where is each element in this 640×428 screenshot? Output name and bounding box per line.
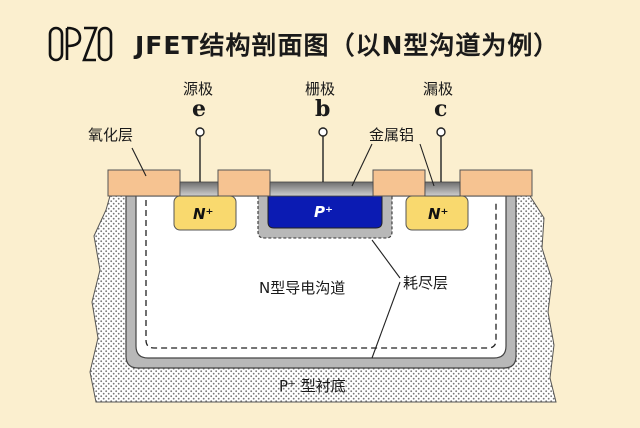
oxide-block bbox=[217, 169, 271, 197]
source-metal-contact bbox=[179, 181, 219, 197]
drain-label: 漏极 bbox=[423, 80, 454, 98]
source-doping-label: N⁺ bbox=[193, 205, 214, 223]
gate-label: 栅极 bbox=[305, 80, 336, 98]
leader-lines bbox=[131, 143, 435, 359]
source-terminal-letter: e bbox=[192, 96, 206, 122]
terminal-leads bbox=[195, 127, 446, 182]
depletion-label: 耗尽层 bbox=[403, 274, 449, 292]
drain-doping-label: N⁺ bbox=[428, 205, 449, 223]
oxide-block bbox=[107, 169, 181, 197]
n-channel bbox=[135, 195, 507, 359]
oxide-block bbox=[459, 169, 533, 197]
drain-terminal-letter: c bbox=[434, 96, 448, 122]
channel-label: N型导电沟道 bbox=[259, 279, 346, 297]
gate-doping-label: P⁺ bbox=[314, 203, 333, 221]
channel-boundary bbox=[145, 200, 497, 349]
metal-label: 金属铝 bbox=[369, 126, 415, 144]
page-title: JFET结构剖面图（以N型沟道为例） bbox=[135, 31, 560, 60]
substrate-label: P⁺ 型衬底 bbox=[279, 377, 346, 395]
gate-metal-contact bbox=[269, 181, 374, 197]
oxide-label: 氧化层 bbox=[88, 126, 134, 144]
oxide-block bbox=[372, 169, 426, 197]
gate-terminal-letter: b bbox=[315, 96, 331, 122]
logo bbox=[48, 26, 113, 62]
drain-metal-contact bbox=[424, 181, 461, 197]
gate-p-plus-region bbox=[267, 195, 383, 229]
gate-depletion-boundary bbox=[257, 196, 393, 239]
source-label: 源极 bbox=[183, 80, 214, 98]
